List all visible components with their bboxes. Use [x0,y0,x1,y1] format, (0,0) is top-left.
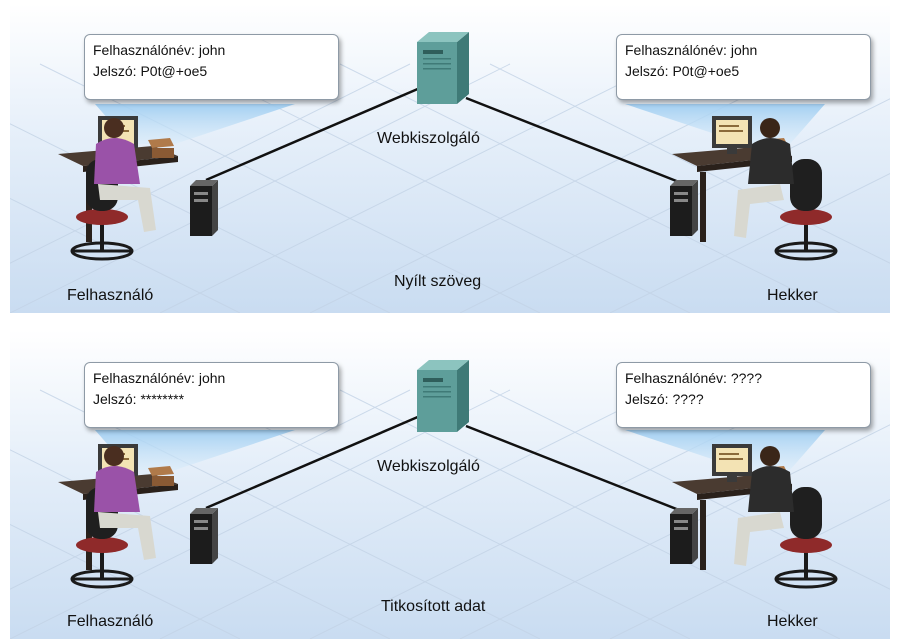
user-beam [95,104,295,144]
hacker-workstation-icon [670,116,838,261]
mode-label: Nyílt szöveg [394,273,482,290]
user-credentials-box: Felhasználónév: john Jelszó: ******** [84,362,339,428]
hacker-label: Hekker [767,287,818,304]
hacker-workstation-icon [670,444,838,589]
hacker-credentials-box: Felhasználónév: john Jelszó: P0t@+oe5 [616,34,871,100]
mode-label: Titkosított adat [381,598,486,615]
scene-encrypted [10,360,890,639]
user-password-line: Jelszó: P0t@+oe5 [93,63,208,79]
panel-encrypted: Felhasználónév: john Jelszó: ******** Fe… [10,330,890,639]
scene-plaintext [10,32,890,313]
server-icon [417,360,469,432]
link-user-server [205,86,421,182]
link-server-hacker [465,96,685,186]
user-username-line: Felhasználónév: john [93,42,226,58]
panel-plaintext: Felhasználónév: john Jelszó: P0t@+oe5 Fe… [10,4,890,313]
hacker-label: Hekker [767,613,818,630]
hacker-username-line: Felhasználónév: ???? [625,370,762,386]
user-password-line: Jelszó: ******** [93,391,185,407]
user-username-line: Felhasználónév: john [93,370,226,386]
server-label: Webkiszolgáló [377,130,480,147]
server-label: Webkiszolgáló [377,458,480,475]
hacker-password-line: Jelszó: P0t@+oe5 [625,63,740,79]
hacker-credentials-box: Felhasználónév: ???? Jelszó: ???? [616,362,871,428]
user-label: Felhasználó [67,613,154,630]
user-credentials-box: Felhasználónév: john Jelszó: P0t@+oe5 [84,34,339,100]
user-beam [95,430,295,470]
user-workstation-icon [58,444,218,589]
link-server-hacker [465,424,685,514]
link-user-server [205,414,421,510]
user-label: Felhasználó [67,287,154,304]
server-icon [417,32,469,104]
hacker-username-line: Felhasználónév: john [625,42,758,58]
hacker-password-line: Jelszó: ???? [625,391,704,407]
floor-grid [10,63,890,313]
user-workstation-icon [58,116,218,261]
